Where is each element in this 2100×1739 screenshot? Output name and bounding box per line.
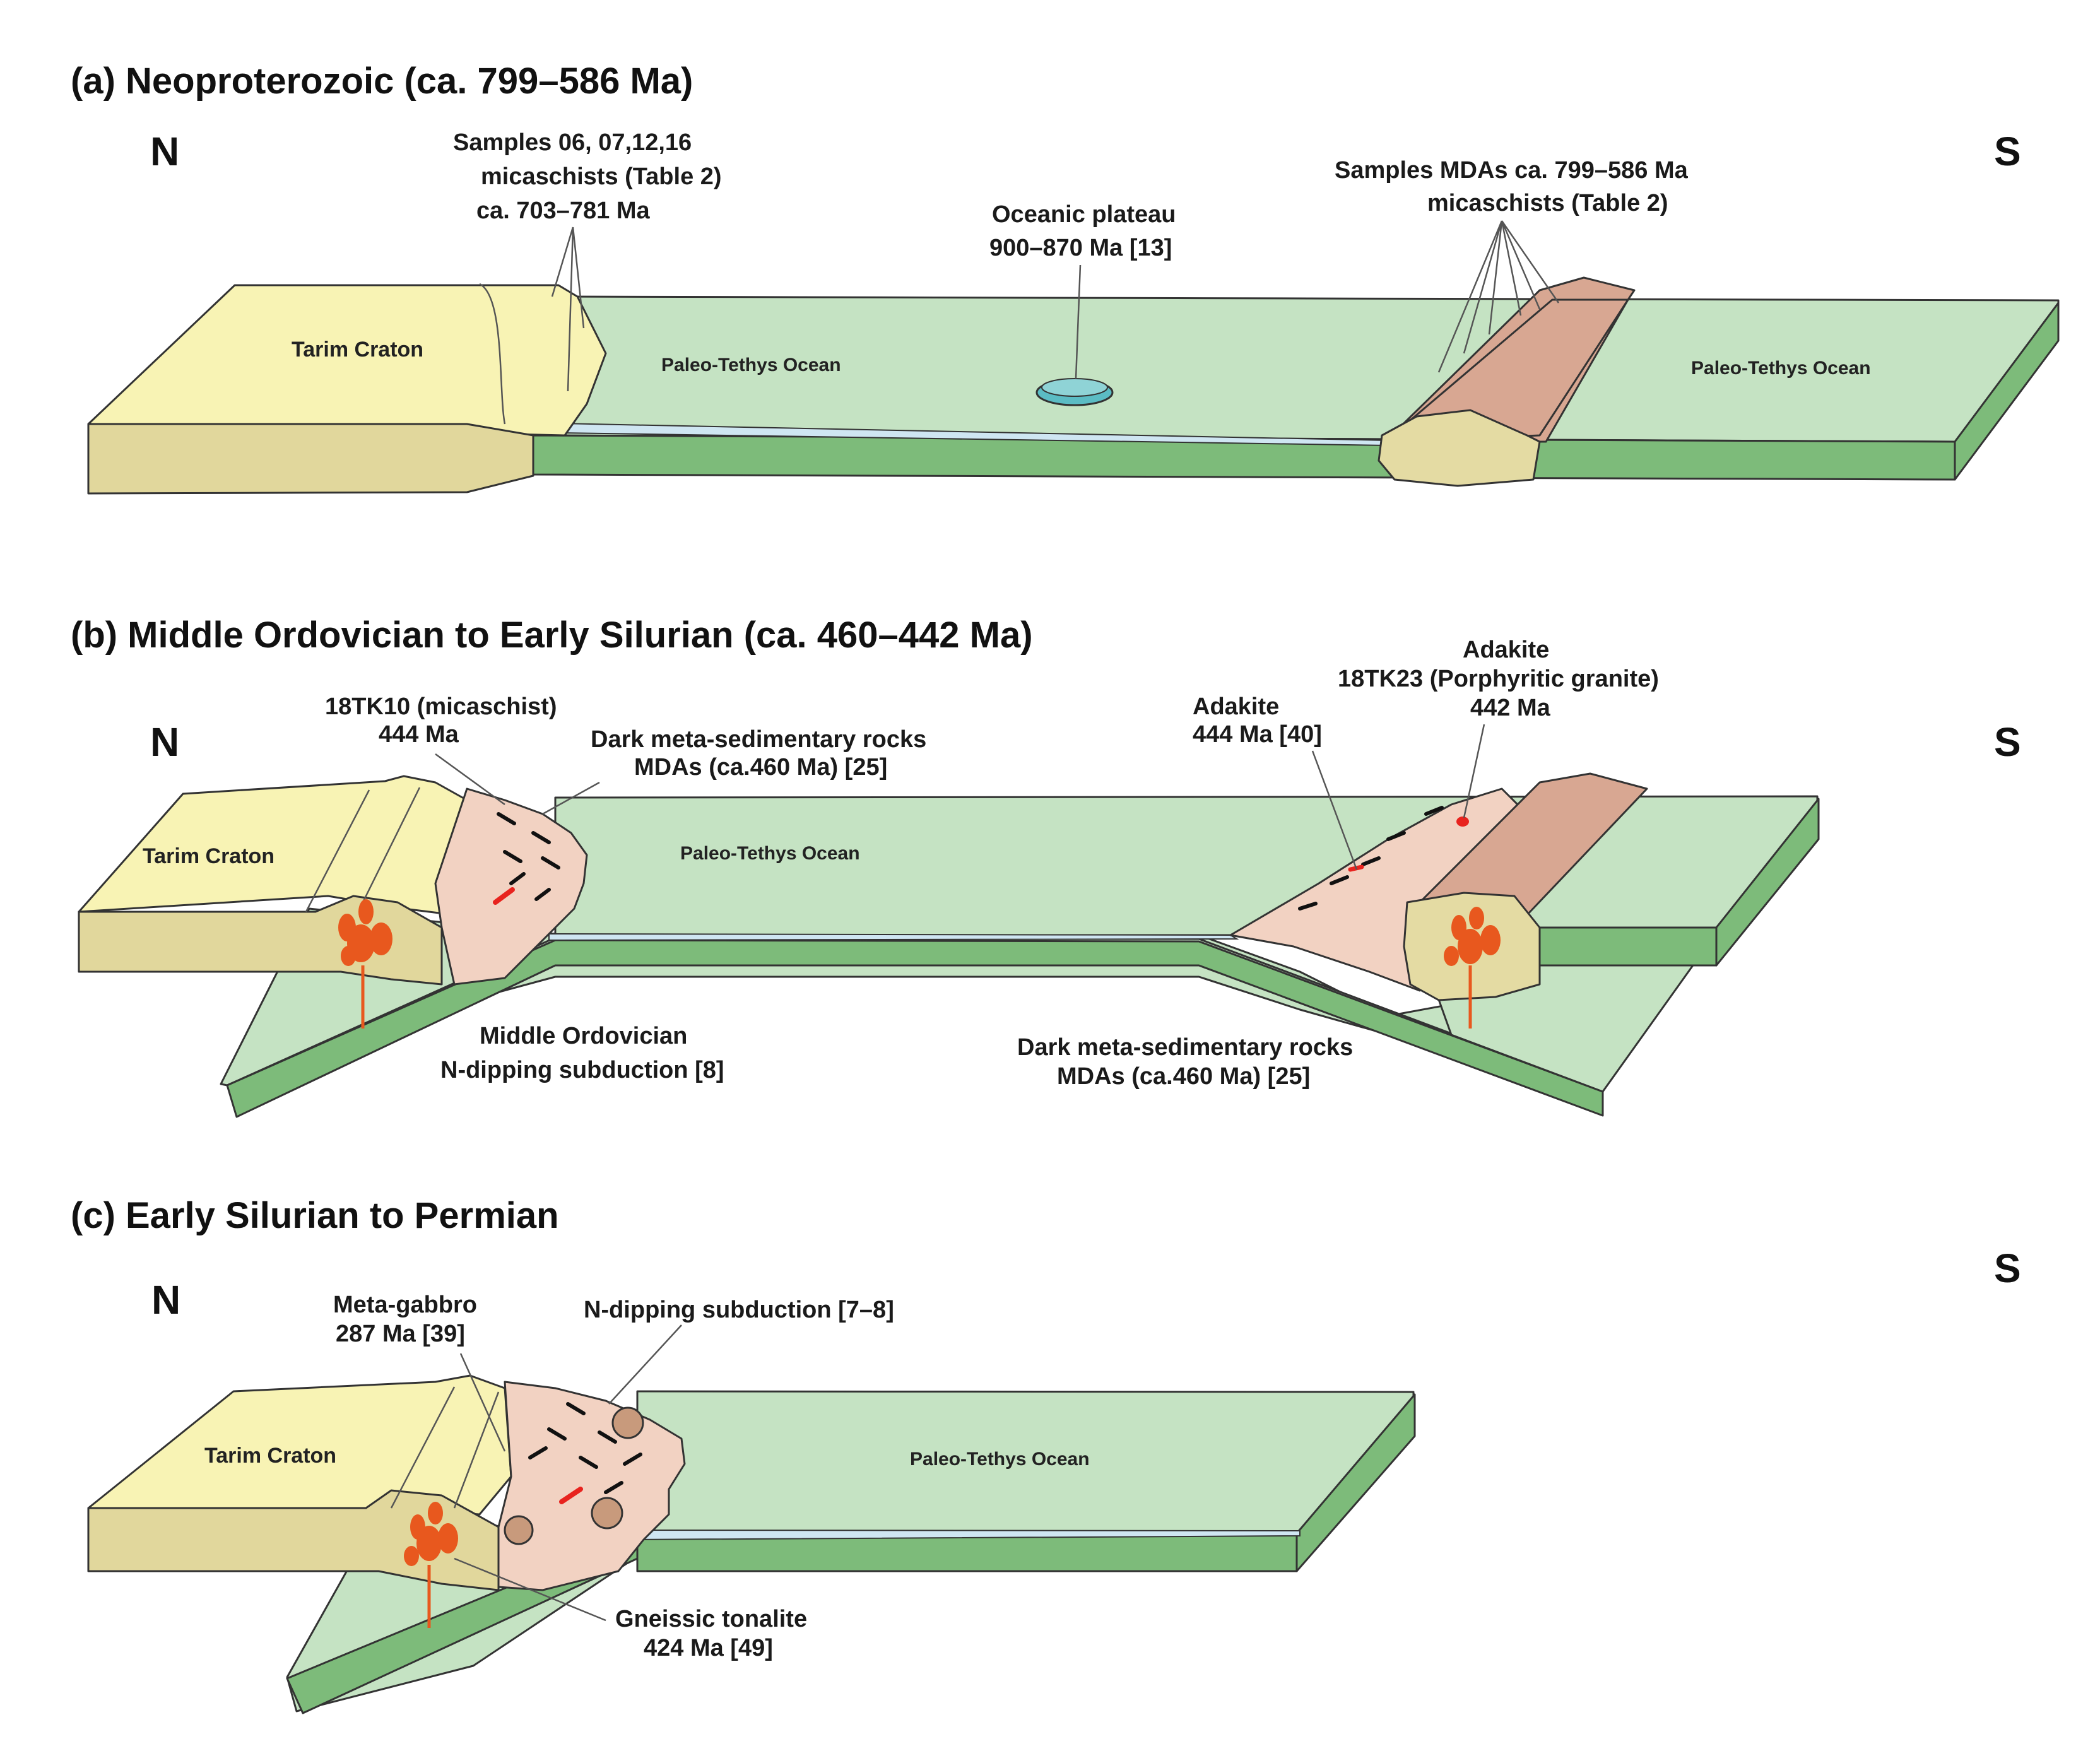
samples-left-leaders <box>551 227 585 392</box>
tonalite-leader <box>454 1557 606 1622</box>
panel-a-craton-margin <box>479 283 506 425</box>
panel-b: (b) Middle Ordovician to Early Silurian … <box>71 615 2021 1118</box>
panel-b-water-line <box>548 933 1239 941</box>
subduction-b-line-2: N-dipping subduction [8] <box>440 1057 724 1083</box>
panel-a-craton-front <box>87 423 534 495</box>
panel-b-craton-margins <box>305 787 421 912</box>
adakite1-line-2: 444 Ma [40] <box>1193 721 1322 748</box>
samples-right-line-2: micaschists (Table 2) <box>1427 190 1668 216</box>
panel-c-craton-label: Tarim Craton <box>204 1444 336 1468</box>
panel-c-ocean-end <box>1295 1393 1416 1572</box>
panel-b-north-red-lens <box>493 887 515 905</box>
gabbro-line-2: 287 Ma [39] <box>336 1321 465 1347</box>
adakite2-leader <box>1463 724 1485 818</box>
tk10-line-1: 18TK10 (micaschist) <box>325 693 557 720</box>
samples-right-line-1: Samples MDAs ca. 799–586 Ma <box>1335 157 1689 184</box>
adakite2-line-3: 442 Ma <box>1470 695 1551 721</box>
panel-b-ocean-right-side <box>1538 926 1718 967</box>
panel-c-pluton <box>404 1502 458 1628</box>
panel-b-wedge-south-dashes <box>1298 806 1444 911</box>
panel-b-north-label: N <box>150 719 179 765</box>
adakite1-leader <box>1311 750 1358 870</box>
gabbro-leader <box>459 1353 506 1452</box>
panel-b-craton-label: Tarim Craton <box>143 844 274 868</box>
dark-left-line-2: MDAs (ca.460 Ma) [25] <box>634 754 887 781</box>
panel-a-ocean-slab-end <box>1954 302 2060 481</box>
panel-b-pluton-north <box>338 899 392 1029</box>
samples-left-line-1: Samples 06, 07,12,16 <box>453 129 692 156</box>
tk10-leader <box>435 753 505 806</box>
tonalite-line-1: Gneissic tonalite <box>615 1606 807 1632</box>
panel-a-craton-label: Tarim Craton <box>292 338 423 362</box>
panel-c-wedge-dashes <box>528 1402 642 1494</box>
panel-b-ocean-top <box>554 795 1819 936</box>
panel-a-ocean-left-label: Paleo-Tethys Ocean <box>661 355 841 375</box>
dark-right-line-2: MDAs (ca.460 Ma) [25] <box>1057 1063 1310 1090</box>
panel-a-ocean-right-label: Paleo-Tethys Ocean <box>1691 358 1871 379</box>
panel-b-pluton-south <box>1444 907 1501 1029</box>
plateau-leader <box>1075 264 1082 379</box>
subduction-b-line-1: Middle Ordovician <box>480 1023 687 1049</box>
panel-c-title: (c) Early Silurian to Permian <box>71 1195 559 1236</box>
samples-left-line-2: micaschists (Table 2) <box>481 163 722 190</box>
panel-b-adakite-dot <box>1456 816 1469 827</box>
panel-a-title: (a) Neoproterozoic (ca. 799–586 Ma) <box>71 61 693 102</box>
panel-a-arc-front <box>1377 409 1541 487</box>
panel-b-title: (b) Middle Ordovician to Early Silurian … <box>71 615 1033 656</box>
tonalite-line-2: 424 Ma [49] <box>644 1635 773 1661</box>
adakite2-line-1: Adakite <box>1463 637 1549 663</box>
dark-left-leader <box>542 781 600 815</box>
panel-b-wedge-north-dashes <box>497 812 560 901</box>
gabbro-line-1: Meta-gabbro <box>333 1292 477 1318</box>
dark-right-line-1: Dark meta-sedimentary rocks <box>1017 1034 1353 1061</box>
panel-a-north-label: N <box>150 129 179 174</box>
plateau-label-line-2: 900–870 Ma [13] <box>989 235 1172 261</box>
panel-c-south-label: S <box>1994 1246 2021 1291</box>
plateau-label-line-1: Oceanic plateau <box>992 201 1176 228</box>
oceanic-plateau-top <box>1041 378 1108 397</box>
subduction-c-leader <box>608 1324 682 1405</box>
panel-c-north-label: N <box>151 1277 180 1323</box>
panel-c: (c) Early Silurian to Permian N S <box>71 1195 2021 1714</box>
samples-left-line-3: ca. 703–781 Ma <box>476 197 651 224</box>
panel-b-ocean-label: Paleo-Tethys Ocean <box>680 843 860 864</box>
samples-right-leaders <box>1437 220 1560 373</box>
adakite1-line-1: Adakite <box>1193 693 1279 720</box>
panel-b-wedge-north <box>434 787 588 986</box>
panel-c-red-lens <box>559 1487 583 1504</box>
panel-a-south-label: S <box>1994 129 2021 174</box>
dark-left-line-1: Dark meta-sedimentary rocks <box>591 726 926 753</box>
panel-c-ocean-label: Paleo-Tethys Ocean <box>910 1449 1090 1470</box>
subduction-c-label: N-dipping subduction [7–8] <box>584 1297 894 1323</box>
panel-a: (a) Neoproterozoic (ca. 799–586 Ma) N S … <box>71 61 2060 495</box>
panel-b-ocean-right-end <box>1715 798 1820 967</box>
panel-b-slab-side <box>226 939 1604 1118</box>
adakite2-line-2: 18TK23 (Porphyritic granite) <box>1338 666 1659 692</box>
panel-c-gabbro-bodies <box>504 1406 644 1545</box>
tk10-line-2: 444 Ma <box>379 721 459 748</box>
panel-c-craton-margins <box>390 1386 500 1509</box>
panel-b-south-label: S <box>1994 719 2021 765</box>
